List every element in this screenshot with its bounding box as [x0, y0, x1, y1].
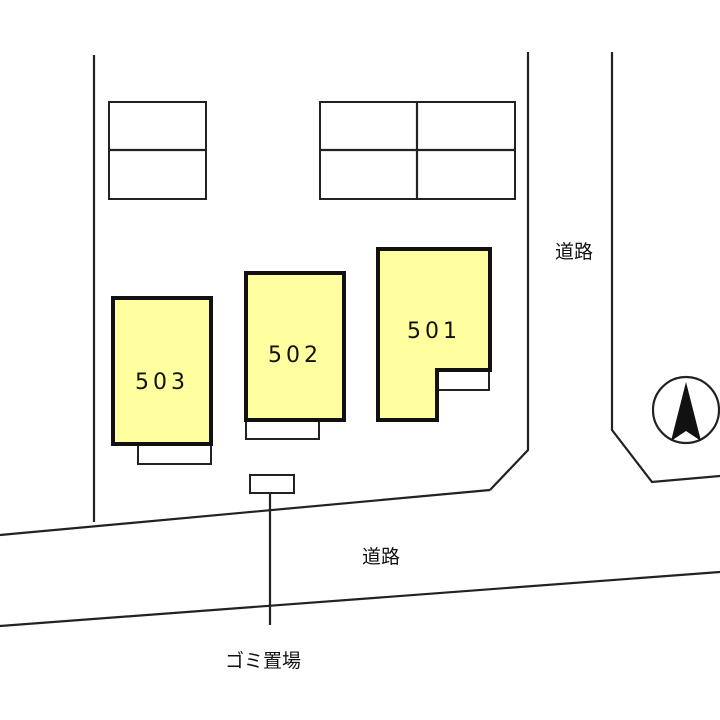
- south-road-north-edge: [0, 488, 491, 537]
- south-road-south-edge: [0, 570, 720, 628]
- porch-501: [436, 369, 490, 391]
- north-arrow-icon: [651, 375, 720, 445]
- unit-label-502: 502: [268, 343, 322, 368]
- unit-label-501: 501: [407, 319, 461, 344]
- porch-503: [137, 443, 212, 465]
- site-boundary-east: [489, 52, 530, 491]
- building-503: 503: [111, 296, 213, 446]
- porch-502: [245, 419, 320, 440]
- parking-area-west: [108, 101, 207, 200]
- unit-label-503: 503: [135, 370, 189, 395]
- parking-area-east: [319, 101, 516, 200]
- garbage-station-label: ゴミ置場: [225, 650, 301, 672]
- building-501: 501: [376, 247, 492, 422]
- building-502: 502: [244, 271, 346, 422]
- east-road-label: 道路: [555, 241, 593, 263]
- garbage-station: [249, 474, 295, 494]
- south-road-label: 道路: [362, 546, 400, 568]
- east-road-edge: [610, 52, 720, 484]
